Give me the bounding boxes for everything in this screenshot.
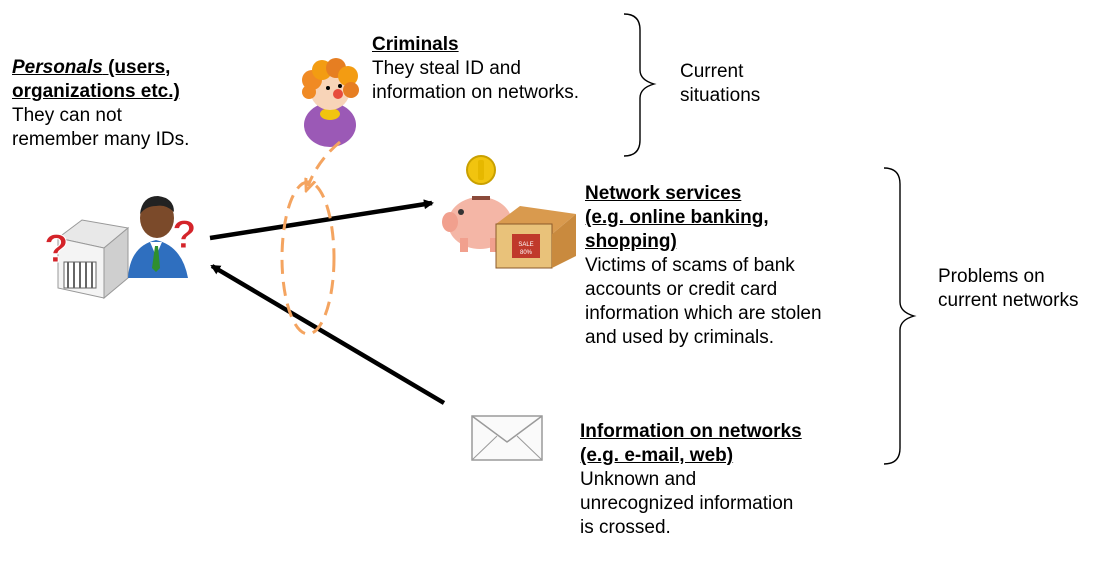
network-services-desc: Victims of scams of bank [585,255,795,276]
arrow-from-information [210,264,446,405]
information-title: Information on networks [580,421,802,442]
information-desc: Unknown and [580,469,697,490]
personals-title: Personals (users, [12,57,171,78]
current-brace [623,13,657,157]
network-services-desc: information which are stolen [585,303,822,324]
coin-icon [466,155,496,185]
network-services-desc: accounts or credit card [585,279,778,300]
theft-arrow [308,140,341,186]
building-icon [56,219,130,300]
clown-criminal-icon [302,58,359,147]
arrow-to-network-services [209,199,434,241]
criminals-title: Criminals [372,34,459,55]
question-mark-icon: ? [172,213,196,257]
user-icon [128,196,188,278]
criminals-block: Criminals They steal ID and information … [372,33,579,105]
envelope-icon [471,415,543,461]
personals-desc: remember many IDs. [12,129,190,150]
shop-sign-text: SALE [518,242,533,248]
criminals-desc: They steal ID and [372,58,521,79]
svg-text:80%: 80% [520,250,533,256]
current-situations-label: Current situations [680,61,761,106]
question-mark-icon: ? [44,227,68,271]
personals-title-line2: organizations etc.) [12,81,180,102]
information-block: Information on networks (e.g. e-mail, we… [580,420,802,540]
problems-brace [883,167,917,465]
information-desc: unrecognized information [580,493,794,514]
network-services-desc: and used by criminals. [585,327,775,348]
network-services-title: Network services [585,183,742,204]
personals-desc: They can not [12,105,122,126]
theft-loop [280,180,336,336]
network-services-block: Network services (e.g. online banking, s… [585,182,822,350]
problems-label: Problems on current networks [938,266,1079,311]
network-services-title: shopping) [585,231,677,252]
criminals-desc: information on networks. [372,82,579,103]
personals-block: Personals (users, organizations etc.) Th… [12,56,189,152]
information-desc: is crossed. [580,517,671,538]
shop-icon: SALE 80% [495,206,576,269]
information-title: (e.g. e-mail, web) [580,445,734,466]
network-services-title: (e.g. online banking, [585,207,769,228]
